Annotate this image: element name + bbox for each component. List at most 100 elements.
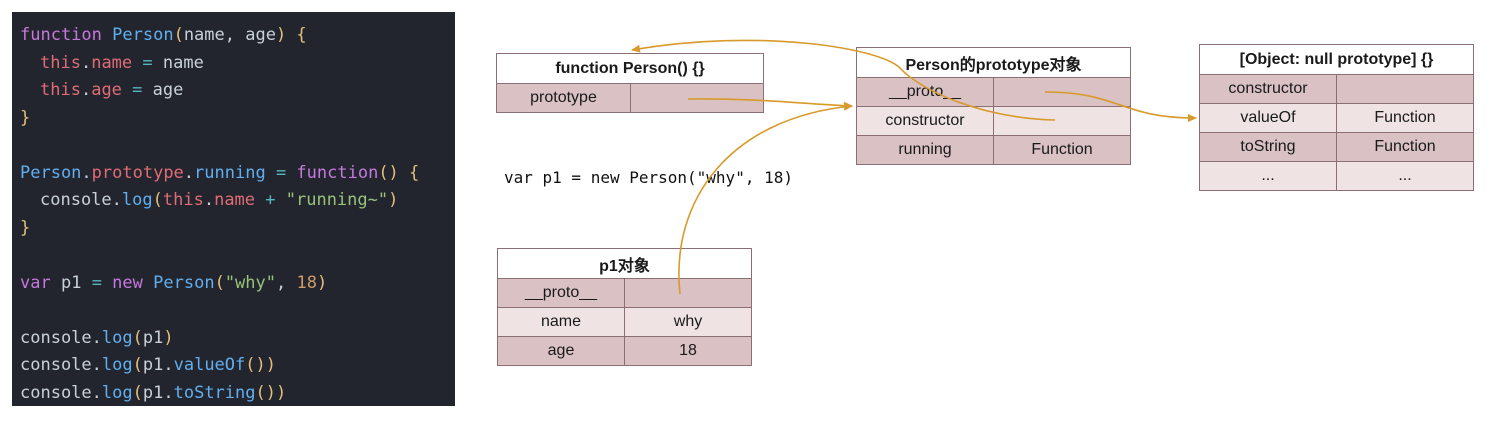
code-token: name [91,52,133,73]
code-token: ( [173,25,184,45]
code-token: name [162,52,204,73]
valueof-key: valueOf [1199,103,1337,133]
code-token: . [163,355,174,375]
constructor-expression: var p1 = new Person("why", 18) [504,168,793,187]
code-token: = [132,52,163,73]
arrow-proto-to-object-prototype [1044,91,1197,122]
code-line: } [20,105,455,133]
code-token: log [101,382,133,403]
object-null-prototype: [Object: null prototype] {} constructor … [1199,44,1474,191]
code-token: Person [20,162,82,183]
code-token: function [296,162,379,183]
code-token: log [101,355,133,375]
code-line: console.log(p1.toString()) [20,380,455,408]
code-token: . [91,355,102,375]
code-token: valueOf [173,355,246,375]
code-token: console [20,382,92,403]
arrow-constructor-to-person-function [631,39,1056,121]
prototype-value [630,83,764,113]
code-token: age [152,80,184,100]
tostring-value: Function [1336,132,1474,162]
code-line: console.log(p1.valueOf()) [20,352,455,380]
code-token: 18 [296,272,317,293]
code-token: this [162,190,204,210]
code-token: . [80,52,92,73]
code-token: ( [132,355,143,375]
p1-proto-value [624,278,752,308]
code-token: p1 [142,355,164,375]
arrow-p1-proto-to-person-prototype [678,102,853,295]
code-token: var [20,272,51,293]
person-prototype-title: Person的prototype对象 [856,47,1131,78]
code-token: ) [275,382,287,403]
code-line: } [20,215,455,243]
code-line: console.log(this.name + "running~") [20,187,455,215]
code-token: . [91,327,102,348]
p1-object: p1对象 __proto__ name why age 18 [497,248,752,366]
code-line: this.age = age [20,77,455,105]
running-value: Function [993,135,1131,165]
object-prototype-title: [Object: null prototype] {} [1199,44,1474,75]
code-token: ) [163,327,174,348]
code-token: p1 [142,382,164,403]
person-function-object: function Person() {} prototype [496,53,764,113]
ellipsis-value: ... [1336,161,1474,191]
valueof-value: Function [1336,103,1474,133]
p1-object-title: p1对象 [497,248,752,279]
code-token: } [20,217,31,238]
code-token: Person [153,272,215,293]
tostring-key: toString [1199,132,1337,162]
obj-constructor-key: constructor [1199,74,1337,104]
code-token: . [111,190,122,210]
code-token: ) [316,272,328,293]
code-token: } [20,107,31,128]
code-token: Person [112,25,174,45]
code-token: this [40,52,81,73]
code-token: ) [265,355,276,375]
code-token: . [203,190,215,210]
code-editor-panel: function Person(name, age) {this.name = … [12,12,455,406]
code-token: ( [152,190,163,210]
code-line: var p1 = new Person("why", 18) [20,270,455,298]
code-token: () [255,382,276,403]
code-token: = [121,80,153,100]
code-token: ( [132,327,143,348]
code-token: . [91,382,102,403]
constructor-key: constructor [856,106,994,136]
code-token: + [255,190,286,210]
p1-age-key: age [497,336,625,366]
code-token: name [214,190,256,210]
code-token: console [20,355,92,375]
arrow-prototype-to-person-prototype [687,98,853,110]
code-token: "running~" [285,190,389,210]
code-token: name, age [183,25,276,45]
p1-proto-key: __proto__ [497,278,625,308]
code-line: function Person(name, age) { [20,22,455,50]
code-token: . [80,80,92,100]
code-token: console [20,327,92,348]
code-token: prototype [91,162,184,183]
code-line: this.name = name [20,50,455,78]
code-line: console.log(p1) [20,325,455,353]
code-token: function [20,25,102,45]
code-token: console [40,190,112,210]
person-function-title: function Person() {} [496,53,764,84]
prototype-key: prototype [496,83,631,113]
code-token: "why" [224,272,276,293]
code-token: log [121,190,153,210]
code-token: ( [132,382,143,403]
code-token: . [183,162,195,183]
code-token: log [101,327,133,348]
code-token: . [81,162,92,183]
p1-age-value: 18 [624,336,752,366]
p1-name-value: why [624,307,752,337]
ellipsis-key: ... [1199,161,1337,191]
code-token: ( [214,272,225,293]
code-token: = [81,272,113,293]
code-token: { [398,162,420,183]
code-line: Person.prototype.running = function() { [20,160,455,188]
code-token: p1 [142,327,164,348]
code-token: new [112,272,143,293]
